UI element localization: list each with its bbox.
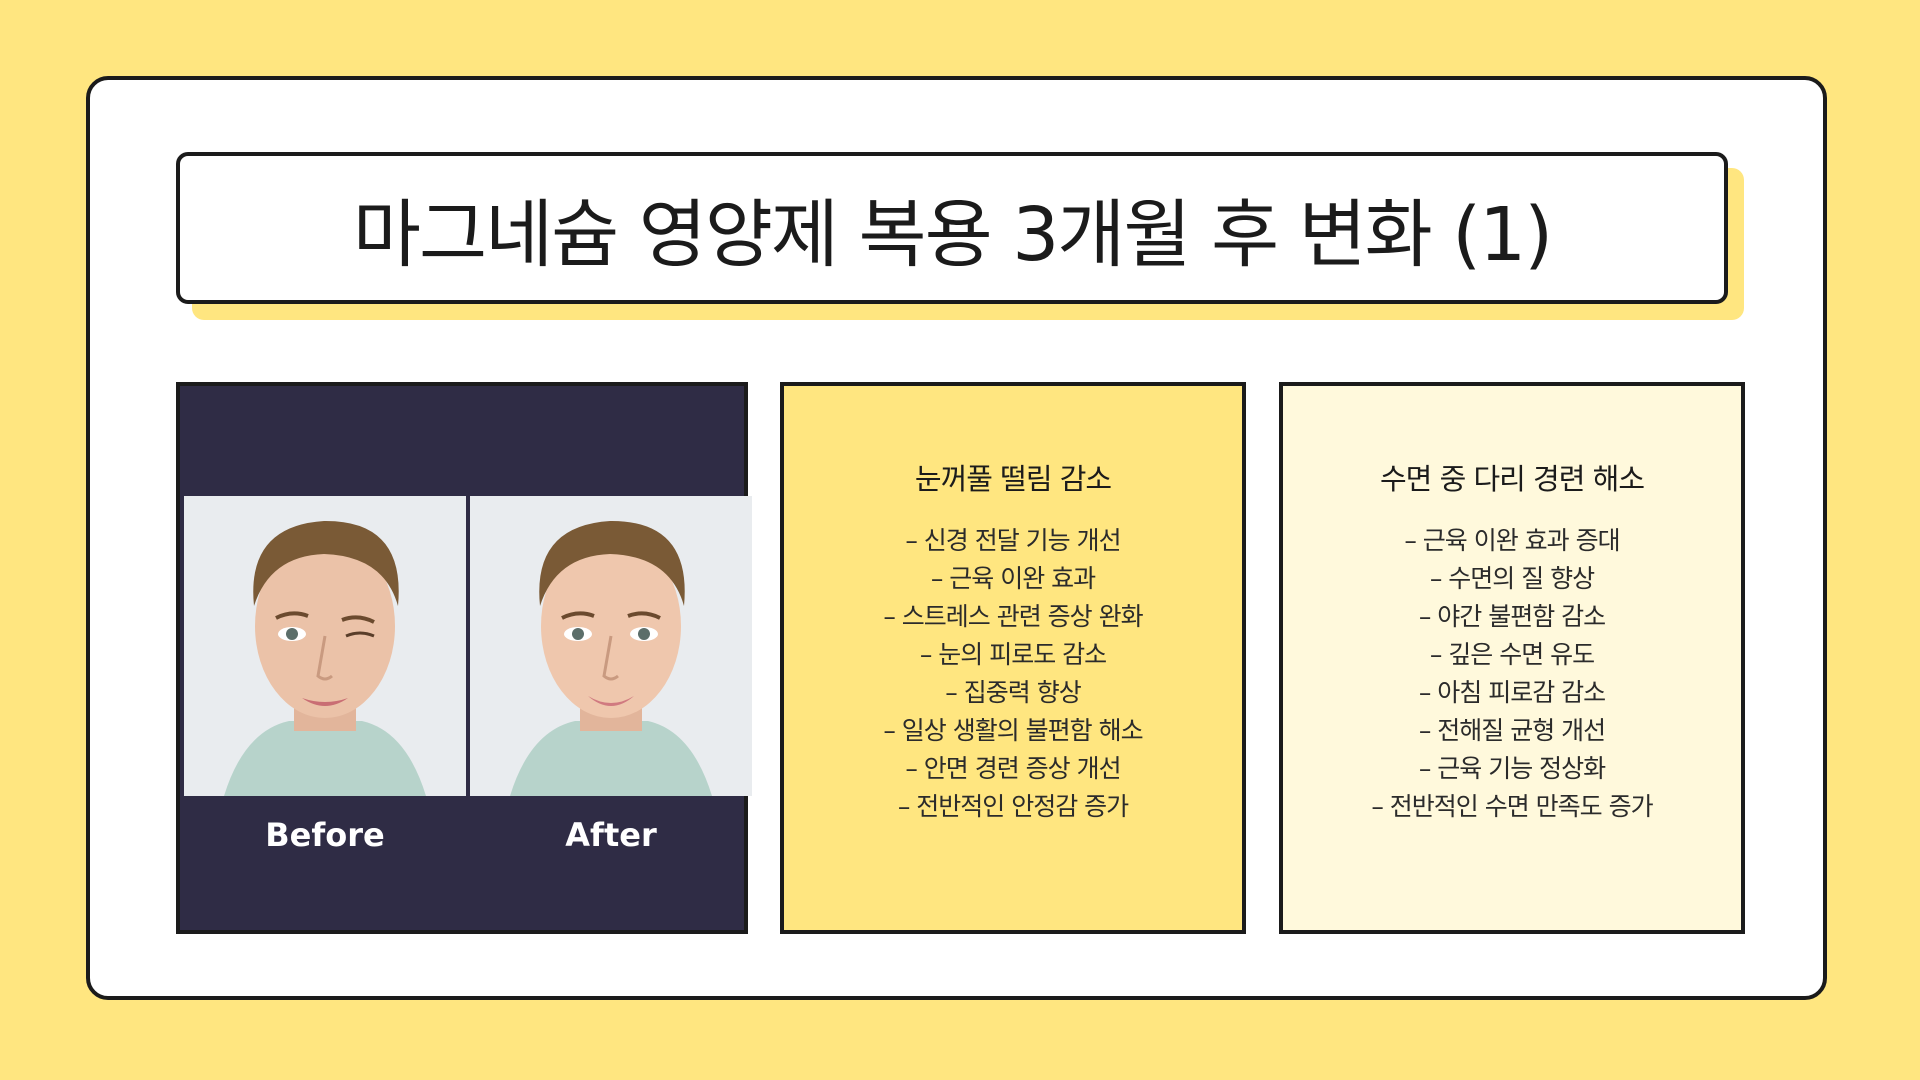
list-item: – 근육 이완 효과: [930, 564, 1096, 593]
title-box: 마그네슘 영양제 복용 3개월 후 변화 (1): [176, 152, 1728, 304]
list-item: – 집중력 향상: [945, 678, 1081, 707]
box-heading: 수면 중 다리 경련 해소: [1380, 462, 1645, 496]
eyelid-twitch-box: 눈꺼풀 떨림 감소 – 신경 전달 기능 개선 – 근육 이완 효과 – 스트레…: [780, 382, 1246, 934]
list-item: – 야간 불편함 감소: [1418, 602, 1606, 631]
list-item: – 근육 이완 효과 증대: [1404, 526, 1620, 555]
before-photo: [184, 496, 466, 796]
leg-cramp-box: 수면 중 다리 경련 해소 – 근육 이완 효과 증대 – 수면의 질 향상 –…: [1279, 382, 1745, 934]
list-item: – 전반적인 안정감 증가: [897, 792, 1129, 821]
list-item: – 전해질 균형 개선: [1418, 716, 1606, 745]
box-heading: 눈꺼풀 떨림 감소: [914, 462, 1112, 496]
list-item: – 수면의 질 향상: [1429, 564, 1595, 593]
list-item: – 근육 기능 정상화: [1418, 754, 1606, 783]
list-item: – 스트레스 관련 증상 완화: [883, 602, 1143, 631]
benefit-list: – 근육 이완 효과 증대 – 수면의 질 향상 – 야간 불편함 감소 – 깊…: [1283, 522, 1741, 826]
face-before-icon: [184, 496, 466, 796]
list-item: – 신경 전달 기능 개선: [905, 526, 1121, 555]
slide-title: 마그네슘 영양제 복용 3개월 후 변화 (1): [352, 191, 1553, 278]
after-photo: [470, 496, 752, 796]
list-item: – 아침 피로감 감소: [1418, 678, 1606, 707]
list-item: – 일상 생활의 불편함 해소: [883, 716, 1143, 745]
after-label: After: [565, 816, 657, 854]
list-item: – 전반적인 수면 만족도 증가: [1371, 792, 1653, 821]
list-item: – 깊은 수면 유도: [1429, 640, 1595, 669]
list-item: – 눈의 피로도 감소: [919, 640, 1107, 669]
benefit-list: – 신경 전달 기능 개선 – 근육 이완 효과 – 스트레스 관련 증상 완화…: [784, 522, 1242, 826]
before-label: Before: [265, 816, 385, 854]
face-after-icon: [470, 496, 752, 796]
before-after-image: Before After: [176, 382, 752, 934]
list-item: – 안면 경련 증상 개선: [905, 754, 1121, 783]
